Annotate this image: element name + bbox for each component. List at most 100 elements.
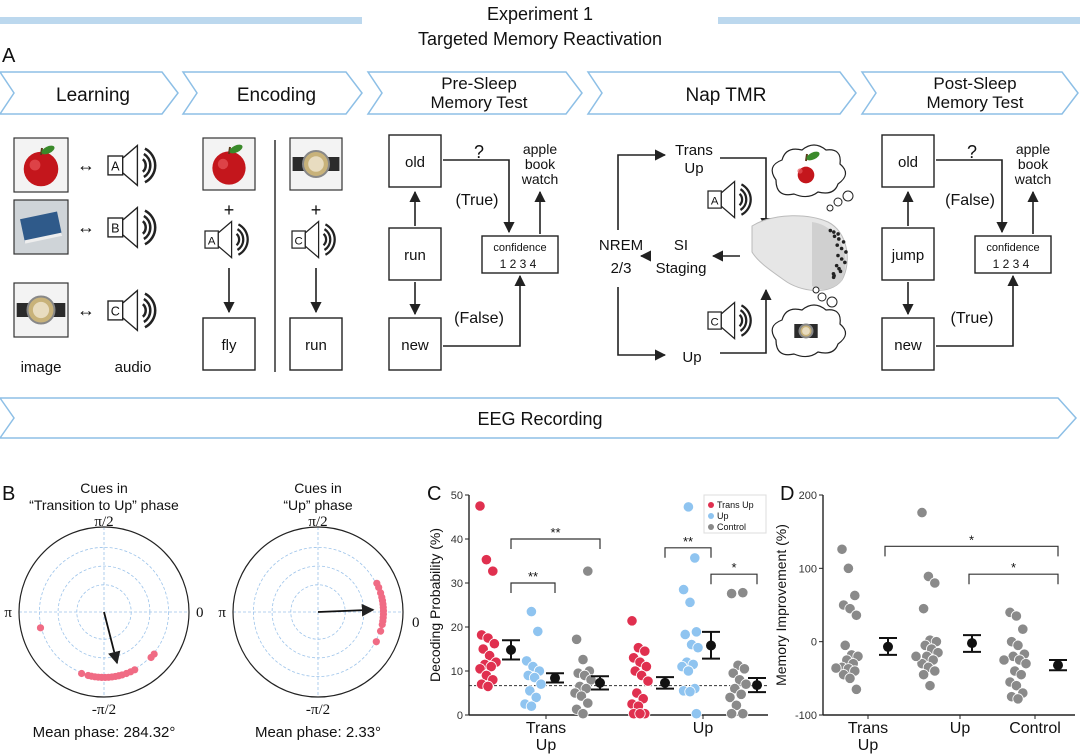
panel-label-a: A xyxy=(2,45,16,67)
sleeping-head-eeg-image xyxy=(751,215,848,292)
data-point xyxy=(690,626,703,638)
stage-label: Memory Test xyxy=(431,93,528,112)
data-point xyxy=(836,543,848,555)
significance-bracket xyxy=(664,547,712,558)
thought-bubble xyxy=(812,286,820,294)
significance-label: * xyxy=(1011,560,1016,575)
old-box xyxy=(388,134,442,188)
significance-bracket xyxy=(968,573,1059,585)
data-point xyxy=(842,562,855,574)
data-point xyxy=(916,506,928,519)
thought-cloud xyxy=(771,144,847,198)
flow-arrow xyxy=(936,274,1019,347)
audio-cue-letter: A xyxy=(208,235,216,247)
y-tick-label: 20 xyxy=(451,622,463,634)
data-point xyxy=(689,552,701,564)
audio-cue-letter: B xyxy=(111,222,119,236)
significance-label: ** xyxy=(550,525,560,540)
y-tick-label: 10 xyxy=(451,666,463,678)
data-point xyxy=(1010,680,1023,692)
speaker-icon: C xyxy=(107,289,157,332)
staging-label: Staging xyxy=(656,260,707,277)
watch-image xyxy=(13,282,69,338)
mean-error-bar xyxy=(546,672,564,684)
data-point xyxy=(830,662,842,674)
word-box xyxy=(289,317,343,371)
pair-link-icon: ↔ xyxy=(77,155,95,175)
significance-label: ** xyxy=(683,534,693,549)
data-point xyxy=(1020,658,1032,670)
speaker-icon: A xyxy=(707,180,752,219)
mean-phase-arrow xyxy=(317,603,375,617)
mean-error-bar xyxy=(591,675,609,691)
x-tick-label: Up xyxy=(950,720,971,737)
audio-cue-letter: A xyxy=(111,160,120,174)
apple-image xyxy=(13,137,69,193)
stage-label: Pre-Sleep xyxy=(441,74,517,93)
x-tick-label: Up xyxy=(536,737,557,754)
flow-arrow xyxy=(617,149,667,230)
significance-bracket xyxy=(510,582,556,593)
data-point xyxy=(850,683,863,695)
mean-error-bar xyxy=(748,677,766,694)
nrem-label: 2/3 xyxy=(611,260,632,277)
data-point xyxy=(692,642,704,654)
data-point xyxy=(738,663,751,675)
significance-label: ** xyxy=(528,569,538,584)
phase-point xyxy=(78,669,86,678)
figure-subtitle: Targeted Memory Reactivation xyxy=(418,29,662,49)
data-point xyxy=(488,638,500,650)
legend-label: Trans Up xyxy=(717,500,754,510)
lower-branch-label: (True) xyxy=(951,310,994,327)
legend-marker xyxy=(708,502,714,508)
pair-link-icon: ↔ xyxy=(77,300,95,320)
significance-bracket xyxy=(884,545,1059,557)
data-point xyxy=(570,633,583,645)
polar-title: Cues in xyxy=(294,480,341,496)
stage-label: Nap TMR xyxy=(686,85,767,106)
data-point xyxy=(929,577,941,589)
flow-arrow xyxy=(720,157,772,230)
data-point xyxy=(690,708,703,720)
data-point xyxy=(1012,693,1024,705)
mean-point xyxy=(595,677,605,688)
upper-branch-label: (False) xyxy=(945,192,995,209)
mean-point xyxy=(706,640,716,651)
data-point xyxy=(725,587,738,600)
phase-point xyxy=(150,650,158,658)
upper-branch-label: (True) xyxy=(456,192,499,209)
angle-label-left: π xyxy=(4,605,12,621)
mean-point xyxy=(1053,660,1063,671)
angle-label-bottom: -π/2 xyxy=(306,702,330,718)
mean-phase-caption: Mean phase: 284.32° xyxy=(33,724,176,741)
thought-cloud xyxy=(771,304,847,358)
data-point xyxy=(917,603,930,615)
y-tick-label: -100 xyxy=(795,710,817,722)
data-point xyxy=(577,653,589,666)
word-box-label: run xyxy=(305,337,327,354)
stage-chevron xyxy=(366,71,583,115)
eeg-recording-bar xyxy=(0,397,1078,439)
data-point xyxy=(577,708,589,720)
speaker-icon: A xyxy=(204,220,249,259)
legend-label: Up xyxy=(717,511,729,521)
speaker-icon: B xyxy=(107,206,157,249)
data-point xyxy=(730,699,743,711)
panel-label-d: D xyxy=(780,483,794,505)
thought-bubble xyxy=(826,204,834,212)
audio-cue-letter: C xyxy=(295,235,303,247)
data-point xyxy=(530,691,542,704)
significance-label: * xyxy=(731,560,736,575)
y-axis-label: Decoding Probability (%) xyxy=(427,528,443,682)
data-point xyxy=(1012,639,1024,651)
cue-word-box-label: run xyxy=(404,247,426,264)
nrem-label: NREM xyxy=(599,237,643,254)
y-tick-label: 200 xyxy=(799,490,817,502)
thought-bubble xyxy=(833,197,843,207)
data-point xyxy=(724,691,736,704)
speaker-icon: C xyxy=(707,301,752,340)
mean-error-bar xyxy=(656,676,674,690)
